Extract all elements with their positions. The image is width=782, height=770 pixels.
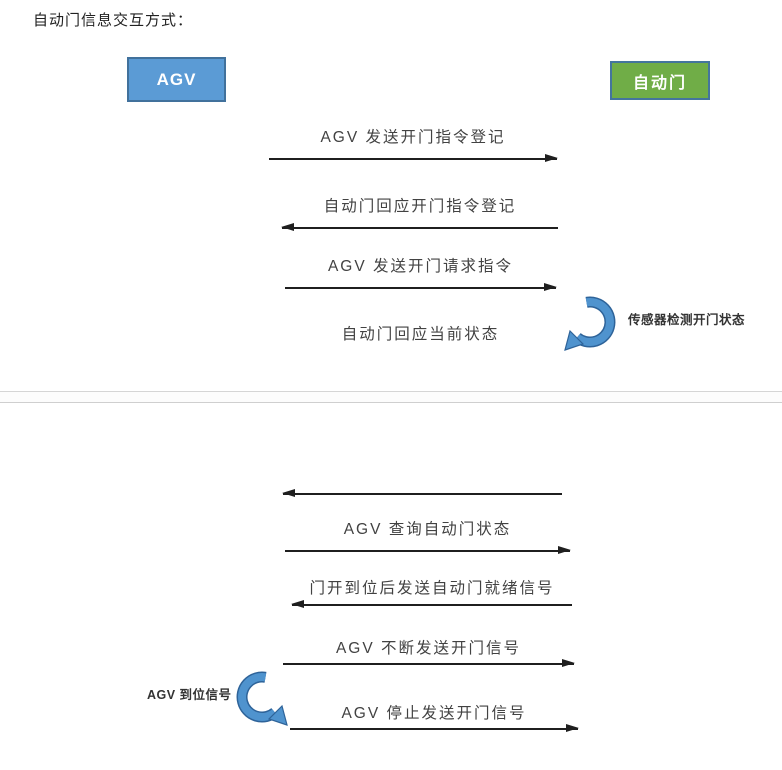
arrowhead-icon	[291, 600, 304, 608]
actor-door-label: 自动门	[632, 74, 687, 92]
message-label: AGV 查询自动门状态	[343, 521, 512, 538]
arrowhead-icon	[562, 659, 575, 667]
page-title: 自动门信息交互方式：	[33, 12, 194, 29]
arrow-right-icon	[290, 724, 579, 732]
arrow-left-icon	[281, 223, 558, 231]
section-divider	[0, 391, 782, 403]
message-door-ready-signal: 门开到位后发送自动门就绪信号	[291, 578, 572, 608]
annotation-agv-in-position-signal: AGV 到位信号	[147, 688, 232, 702]
arrowhead-icon	[282, 489, 295, 497]
arrowhead-icon	[566, 724, 579, 732]
message-label: AGV 停止发送开门信号	[341, 705, 527, 722]
message-agv-send-open-register: AGV 发送开门指令登记	[269, 127, 558, 162]
message-agv-send-open-request: AGV 发送开门请求指令	[285, 256, 557, 291]
arrowhead-icon	[544, 283, 557, 291]
arrowhead-icon	[558, 546, 571, 554]
message-label: AGV 发送开门请求指令	[327, 258, 514, 275]
arrow-left-icon	[291, 600, 572, 608]
message-agv-query-door-status: AGV 查询自动门状态	[285, 519, 571, 554]
arrow-right-icon	[285, 546, 571, 554]
message-agv-keep-sending-open-signal: AGV 不断发送开门信号	[283, 638, 575, 667]
message-label: AGV 发送开门指令登记	[320, 129, 506, 146]
message-label: 自动门回应开门指令登记	[323, 198, 517, 215]
curved-arrow-clockwise-icon	[564, 296, 616, 351]
arrow-left-icon	[282, 489, 562, 497]
actor-box-agv: AGV	[127, 57, 226, 102]
message-label: 门开到位后发送自动门就绪信号	[309, 580, 555, 597]
arrowhead-icon	[545, 154, 558, 162]
message-door-reply-open-register: 自动门回应开门指令登记	[281, 196, 558, 231]
curved-arrow-counterclockwise-icon	[236, 671, 288, 726]
message-label: AGV 不断发送开门信号	[335, 640, 522, 657]
arrowhead-icon	[281, 223, 294, 231]
arrow-right-icon	[283, 659, 575, 667]
annotation-sensor-detect: 传感器检测开门状态	[628, 313, 746, 327]
arrow-right-icon	[285, 283, 557, 291]
actor-box-door: 自动门	[610, 61, 710, 100]
actor-agv-label: AGV	[156, 69, 197, 89]
message-door-reply-current-status: 自动门回应当前状态	[285, 324, 556, 346]
message-label: 自动门回应当前状态	[341, 326, 500, 343]
arrow-right-icon	[269, 154, 558, 162]
message-agv-stop-sending-open-signal: AGV 停止发送开门信号	[290, 703, 579, 732]
